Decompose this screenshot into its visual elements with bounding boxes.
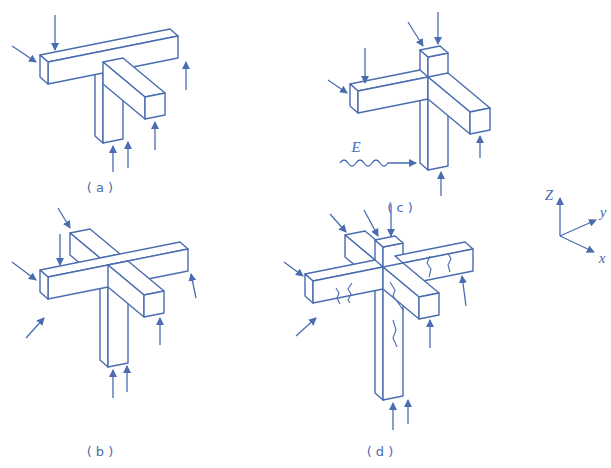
axis-label: y — [600, 203, 607, 221]
axis-label: Z — [545, 186, 553, 204]
axis-triad — [560, 198, 596, 252]
joint-c — [328, 12, 490, 196]
subfigure-label: ( c ) — [387, 200, 413, 216]
subfigure-label: ( d ) — [367, 444, 394, 460]
joint-b — [12, 208, 196, 398]
subfigure-label: ( b ) — [87, 444, 114, 460]
excitation-label: E — [351, 138, 360, 156]
subfigure-label: ( a ) — [87, 180, 113, 196]
axis-label: x — [599, 249, 606, 267]
joint-a — [12, 15, 186, 172]
joint-d — [284, 204, 473, 430]
